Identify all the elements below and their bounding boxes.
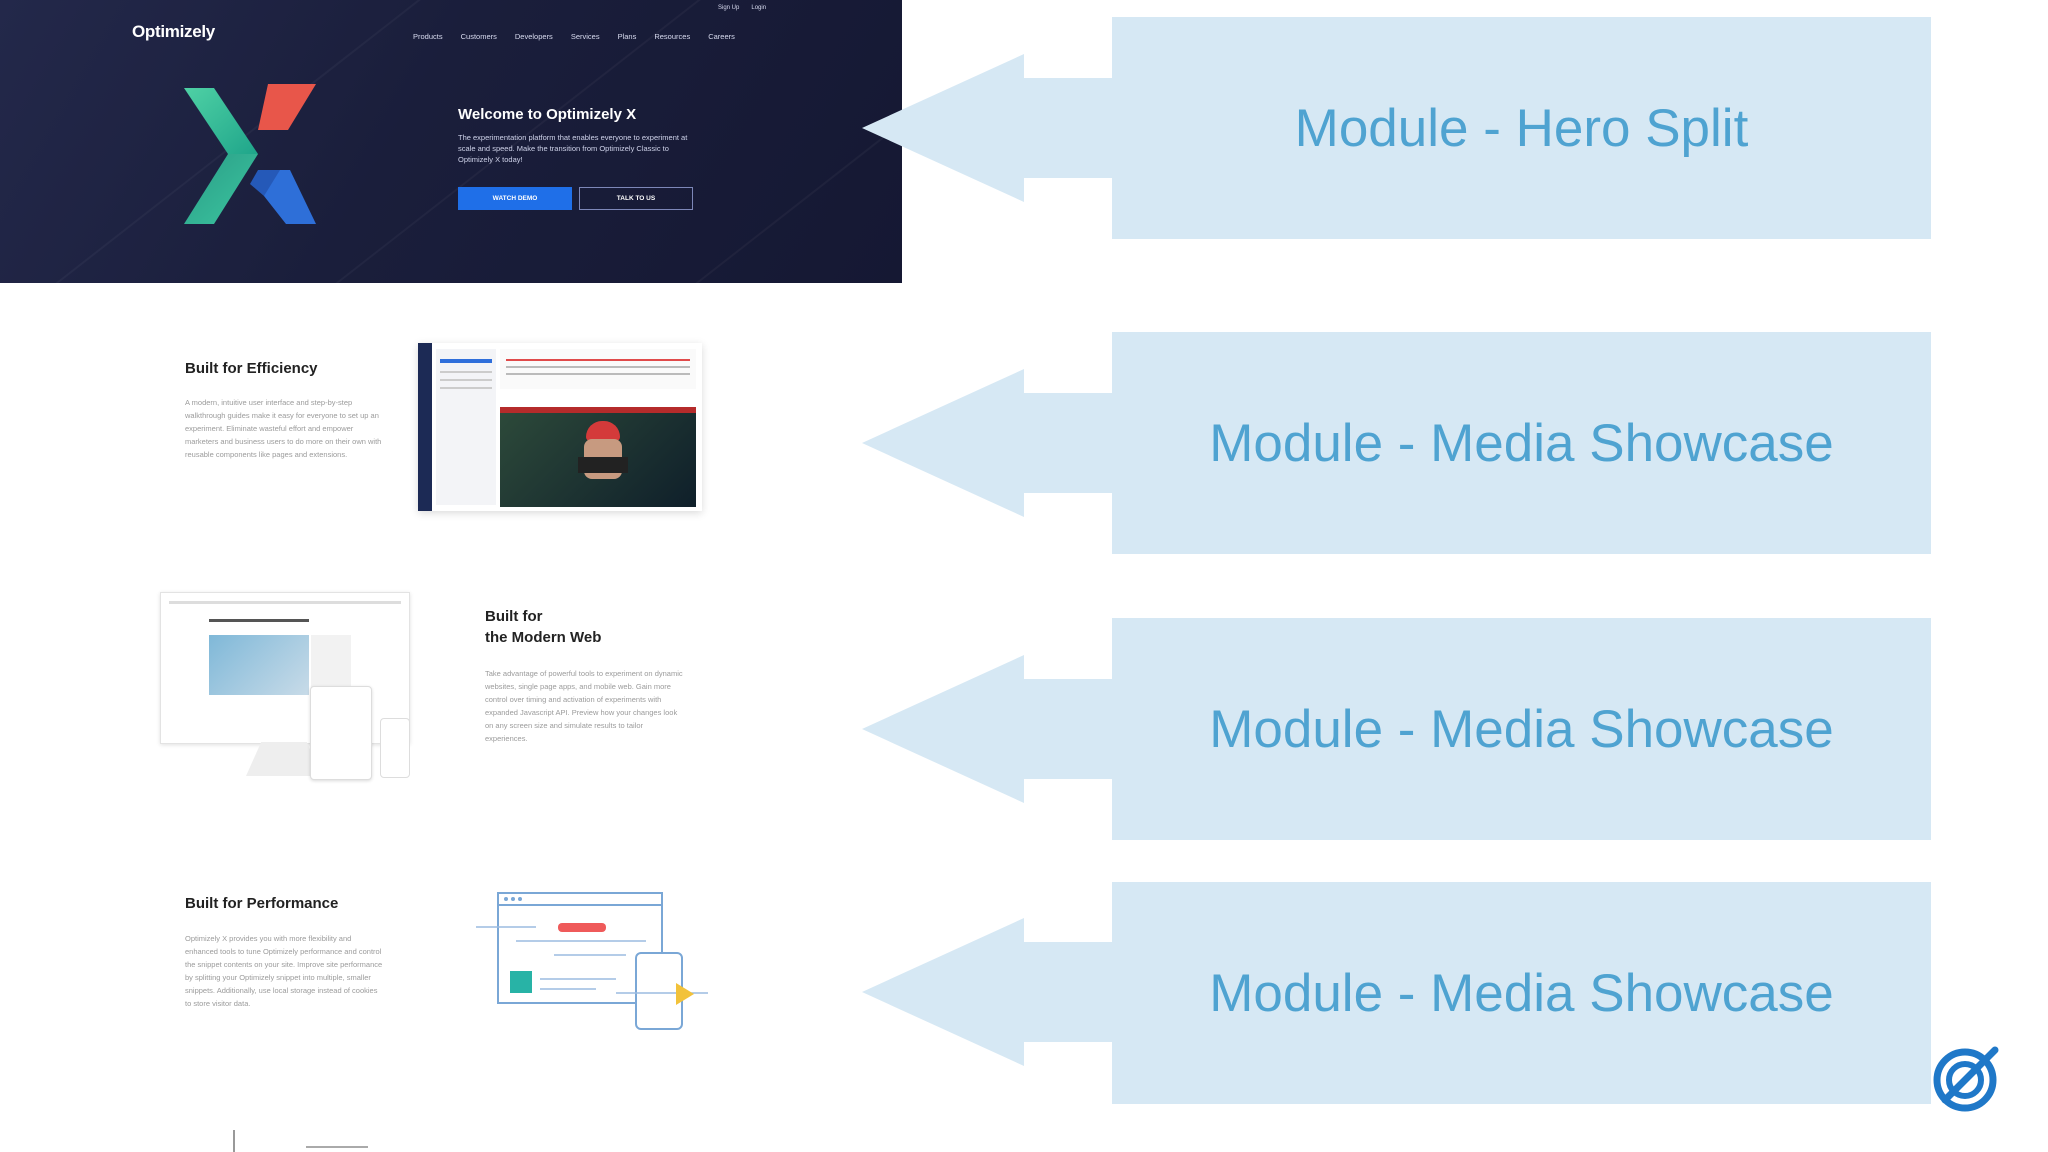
callout-media-showcase-1: Module - Media Showcase xyxy=(1112,332,1931,554)
hero-description: The experimentation platform that enable… xyxy=(458,133,688,164)
next-section-stub xyxy=(233,1130,235,1152)
callout-arrow xyxy=(862,655,1114,803)
signup-link[interactable]: Sign Up xyxy=(718,5,740,11)
callout-hero-split-label: Module - Hero Split xyxy=(1294,98,1749,158)
callout-arrow xyxy=(862,918,1114,1066)
efficiency-screenshot xyxy=(418,343,702,511)
main-nav: Products Customers Developers Services P… xyxy=(413,32,735,41)
callout-arrow xyxy=(862,54,1114,202)
nav-item-resources[interactable]: Resources xyxy=(654,32,691,41)
section-performance-text: Optimizely X provides you with more flex… xyxy=(185,934,383,1008)
callout-hero-split: Module - Hero Split xyxy=(1112,17,1931,239)
callout-media-showcase-label: Module - Media Showcase xyxy=(1209,413,1834,473)
modern-web-devices-image xyxy=(160,592,410,782)
callout-media-showcase-2: Module - Media Showcase xyxy=(1112,618,1931,840)
callout-media-showcase-label: Module - Media Showcase xyxy=(1209,963,1834,1023)
hero-split: Optimizely Sign Up Login Products Custom… xyxy=(0,0,902,283)
nav-item-developers[interactable]: Developers xyxy=(514,32,553,41)
tablet-device xyxy=(310,686,372,780)
watch-demo-button[interactable]: WATCH DEMO xyxy=(458,187,572,210)
desktop-monitor xyxy=(160,592,410,744)
nav-item-customers[interactable]: Customers xyxy=(460,32,497,41)
section-modern-web-title-line1: Built for xyxy=(485,608,543,625)
login-link[interactable]: Login xyxy=(751,5,767,11)
performance-illustration xyxy=(476,892,708,1030)
nav-item-products[interactable]: Products xyxy=(413,32,443,41)
callout-media-showcase-label: Module - Media Showcase xyxy=(1209,699,1834,759)
hero-diagonal-line xyxy=(0,0,827,283)
phone-device xyxy=(380,718,410,778)
section-modern-web-text: Take advantage of powerful tools to expe… xyxy=(485,669,683,743)
optimizely-compass-icon xyxy=(1933,1046,1999,1112)
brand-logo[interactable]: Optimizely xyxy=(132,22,215,41)
callout-arrow xyxy=(862,369,1114,517)
next-section-stub xyxy=(306,1146,368,1148)
nav-item-careers[interactable]: Careers xyxy=(708,32,735,41)
preview-photo xyxy=(500,407,696,507)
app-panel xyxy=(436,349,496,505)
hero-title: Welcome to Optimizely X xyxy=(458,106,637,123)
app-code-area xyxy=(500,349,696,389)
section-modern-web-title: Built for the Modern Web xyxy=(485,606,601,648)
callout-media-showcase-3: Module - Media Showcase xyxy=(1112,882,1931,1104)
section-efficiency-text: A modern, intuitive user interface and s… xyxy=(185,398,382,459)
optimizely-x-logo-icon xyxy=(184,84,316,224)
nav-item-plans[interactable]: Plans xyxy=(617,32,637,41)
section-performance-title: Built for Performance xyxy=(185,895,339,912)
talk-to-us-button[interactable]: TALK TO US xyxy=(579,187,693,210)
section-modern-web-title-line2: the Modern Web xyxy=(485,629,602,646)
app-sidebar xyxy=(418,343,432,511)
nav-item-services[interactable]: Services xyxy=(570,32,600,41)
section-efficiency-title: Built for Efficiency xyxy=(185,360,318,377)
utility-nav: Sign Up Login xyxy=(718,5,766,11)
